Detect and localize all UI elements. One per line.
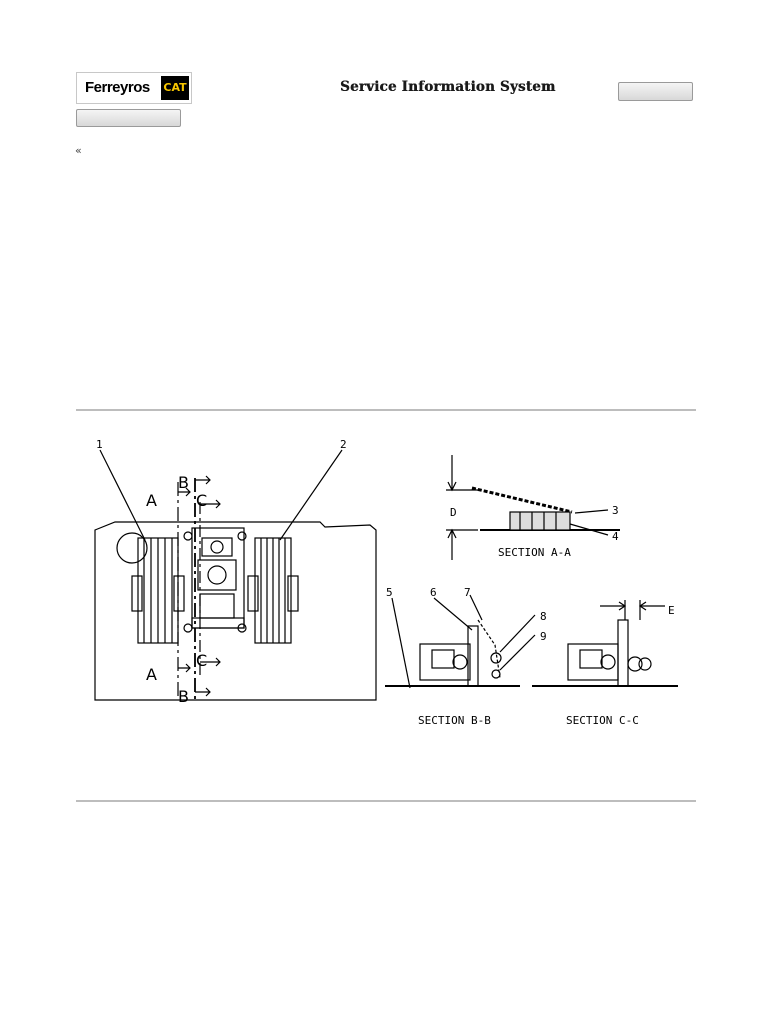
back-link[interactable]: « (75, 144, 82, 157)
callout-7: 7 (464, 586, 471, 599)
base-plate-hole (116, 532, 148, 564)
caption-section-cc: SECTION C-C (566, 714, 639, 727)
callout-5: 5 (386, 586, 393, 599)
dimension-e: E (668, 604, 675, 617)
callout-2: 2 (340, 438, 347, 451)
callout-1: 1 (96, 438, 103, 451)
callout-8: 8 (540, 610, 547, 623)
dimension-d: D (450, 506, 457, 519)
cat-logo-icon: CAT (161, 76, 189, 100)
caption-section-bb: SECTION B-B (418, 714, 491, 727)
ferreyros-cat-logo: Ferreyros CAT (76, 72, 192, 104)
caption-section-aa: SECTION A-A (498, 546, 571, 559)
page-title: Service Information System (340, 79, 556, 95)
section-marker-c-bottom: C (196, 651, 207, 670)
section-marker-b-bottom: B (178, 687, 189, 706)
callout-9: 9 (540, 630, 547, 643)
divider-bottom (76, 800, 696, 802)
callout-4: 4 (612, 530, 619, 543)
fuel-pump-mounting-illustration: 1 2 3 4 5 6 7 8 9 A A B B C C D E SECTIO… (94, 438, 678, 727)
header-left-button[interactable] (76, 109, 181, 127)
section-marker-c-top: C (196, 491, 207, 510)
section-marker-a-bottom: A (146, 665, 157, 684)
section-marker-b-top: B (178, 473, 189, 492)
section-marker-a-top: A (146, 491, 157, 510)
logo-text: Ferreyros (85, 79, 150, 96)
header-right-button[interactable] (618, 82, 693, 101)
base-plate-outline (94, 521, 377, 701)
divider-top (76, 409, 696, 411)
callout-3: 3 (612, 504, 619, 517)
callout-6: 6 (430, 586, 437, 599)
